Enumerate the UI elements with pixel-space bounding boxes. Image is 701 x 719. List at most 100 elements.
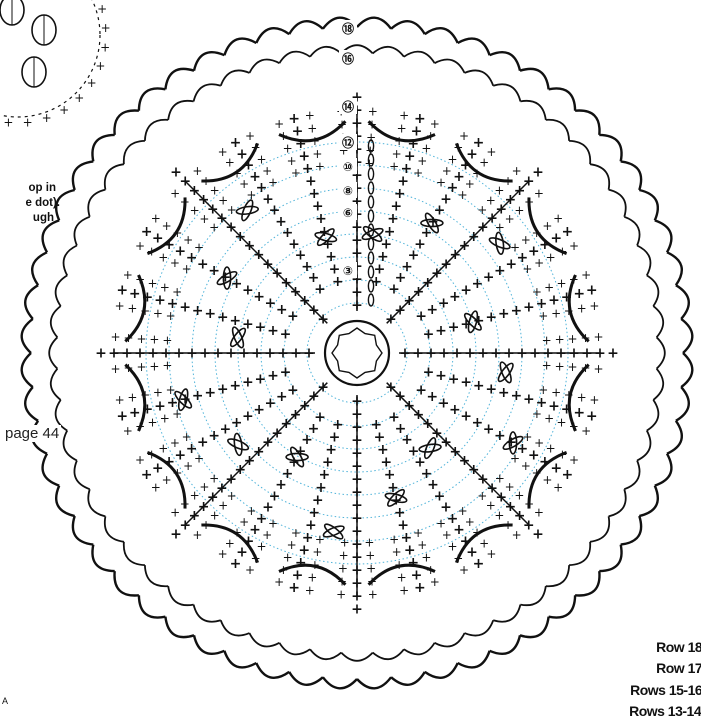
single-crochet-symbol: + [523, 392, 535, 408]
single-crochet-symbol: + [208, 428, 220, 444]
border-chain-loop [105, 516, 124, 541]
single-crochet-symbol: + [426, 389, 438, 405]
single-crochet-symbol: + [521, 459, 531, 473]
single-crochet-symbol: + [544, 411, 554, 425]
border-chain-loop [56, 486, 75, 516]
single-crochet-symbol: + [190, 488, 200, 502]
single-crochet-symbol: + [449, 289, 461, 305]
single-crochet-symbol: + [473, 135, 485, 151]
single-crochet-symbol: + [485, 310, 497, 326]
single-crochet-symbol: + [593, 330, 603, 344]
single-crochet-symbol: + [412, 346, 424, 362]
single-crochet-symbol: + [123, 268, 133, 282]
border-chain-loop [194, 605, 221, 622]
single-crochet-symbol: + [291, 166, 301, 180]
border-chain-loop [25, 285, 38, 319]
border-chain-loop [493, 84, 520, 101]
single-crochet-symbol: + [365, 549, 375, 563]
border-chain-loop [490, 52, 520, 71]
single-crochet-symbol: + [218, 145, 228, 159]
single-crochet-symbol: + [486, 145, 496, 159]
single-crochet-symbol: + [460, 409, 472, 425]
single-crochet-symbol: + [389, 160, 399, 174]
single-crochet-symbol: + [532, 285, 542, 299]
border-chain-loop [56, 275, 68, 306]
single-crochet-symbol: + [567, 360, 577, 374]
single-crochet-symbol: + [532, 407, 542, 421]
single-crochet-symbol: + [315, 160, 325, 174]
single-crochet-symbol: + [208, 263, 220, 279]
single-crochet-symbol: + [336, 588, 346, 602]
border-chain-loop [609, 190, 626, 217]
single-crochet-symbol: + [494, 428, 506, 444]
single-crochet-symbol: + [242, 316, 254, 332]
border-chain-loop [221, 620, 250, 635]
single-crochet-symbol: + [172, 285, 182, 299]
single-crochet-symbol: + [364, 536, 374, 550]
single-crochet-symbol: + [204, 306, 216, 322]
single-crochet-symbol: + [170, 506, 180, 520]
corner-motif-stitch: + [42, 111, 52, 125]
corner-mark: A [2, 696, 8, 706]
single-crochet-symbol: + [229, 378, 241, 394]
single-crochet-symbol: + [274, 117, 284, 131]
single-crochet-symbol: + [141, 224, 153, 240]
border-chain-loop [373, 47, 404, 57]
single-crochet-symbol: + [483, 270, 495, 286]
single-crochet-symbol: + [218, 547, 228, 561]
chain-oval [419, 443, 442, 453]
single-crochet-symbol: + [438, 346, 450, 362]
chain-oval [488, 236, 511, 251]
single-crochet-symbol: + [562, 467, 574, 483]
single-crochet-symbol: + [170, 186, 180, 200]
single-crochet-symbol: + [210, 184, 220, 198]
single-crochet-symbol: + [121, 346, 133, 362]
single-crochet-symbol: + [288, 580, 300, 596]
single-crochet-symbol: + [225, 346, 237, 362]
single-crochet-symbol: + [209, 471, 219, 485]
single-crochet-symbol: + [194, 240, 204, 254]
border-chain-loop [43, 220, 60, 252]
single-crochet-symbol: + [423, 365, 435, 381]
single-crochet-symbol: + [115, 299, 125, 313]
single-crochet-symbol: + [567, 332, 577, 346]
border-chain-loop [64, 431, 77, 461]
border-chain-loop [465, 620, 494, 635]
single-crochet-symbol: + [544, 281, 554, 295]
single-crochet-symbol: + [542, 358, 552, 372]
single-crochet-symbol: + [192, 303, 204, 319]
border-chain-loop [289, 672, 323, 685]
side-note-line-2: e dot). [0, 196, 60, 210]
single-crochet-symbol: + [340, 536, 350, 550]
border-chain-loop [404, 52, 435, 64]
single-crochet-symbol: + [338, 562, 348, 576]
border-chain-loop [310, 649, 341, 659]
border-chain-loop [549, 88, 576, 110]
single-crochet-symbol: + [399, 109, 409, 123]
border-chain-loop [667, 252, 682, 285]
single-crochet-symbol: + [194, 452, 204, 466]
single-crochet-symbol: + [153, 386, 163, 400]
single-crochet-symbol: + [399, 583, 409, 597]
border-chain-loop [569, 542, 590, 565]
single-crochet-symbol: + [503, 346, 515, 362]
stitch-count-row-18: Row 18... 8 [656, 639, 701, 655]
single-crochet-symbol: + [134, 346, 146, 362]
border-chain-loop [250, 633, 280, 646]
row-marker: ⑭ [342, 99, 354, 114]
chain-oval [423, 437, 438, 460]
single-crochet-symbol: + [415, 309, 427, 325]
border-chain-loop [667, 421, 682, 454]
single-crochet-symbol: + [264, 346, 276, 362]
border-chain-loop [124, 141, 145, 164]
single-crochet-symbol: + [267, 323, 279, 339]
single-crochet-symbol: + [534, 256, 544, 270]
single-crochet-symbol: + [415, 383, 427, 399]
single-crochet-symbol: + [220, 422, 232, 438]
border-chain-loop [279, 643, 310, 655]
single-crochet-symbol: + [158, 442, 168, 456]
single-crochet-symbol: + [253, 402, 265, 418]
border-chain-loop [637, 246, 650, 276]
single-crochet-symbol: + [573, 405, 585, 421]
single-crochet-symbol: + [162, 358, 172, 372]
